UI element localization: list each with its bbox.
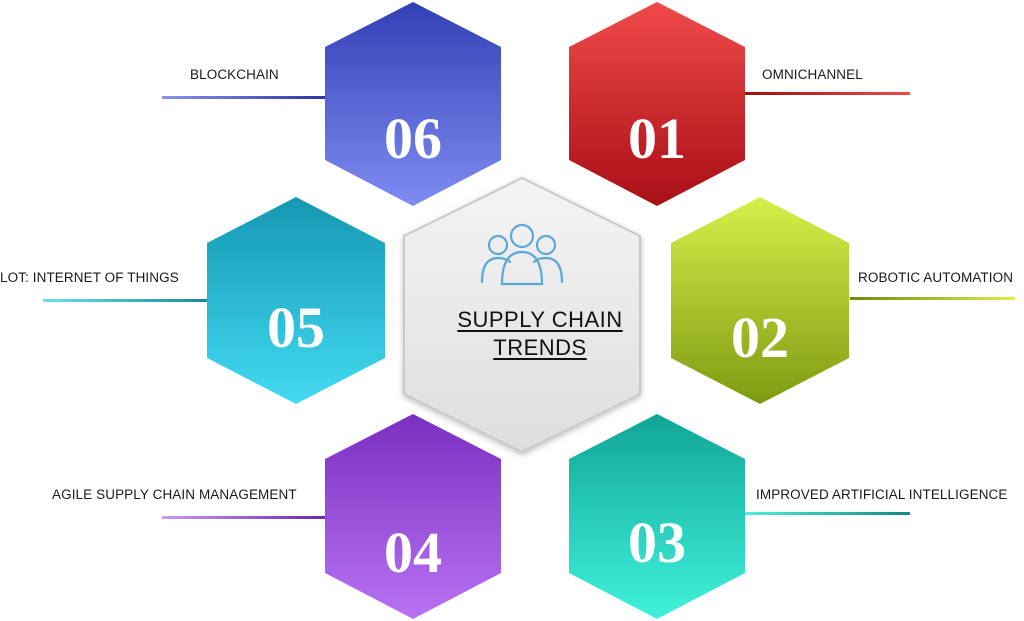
connector-line-02 [850,297,1015,300]
connector-line-04 [162,516,330,519]
hexagon-01-number: 01 [628,106,686,171]
hexagon-06-number: 06 [384,106,442,171]
trend-label-04: AGILE SUPPLY CHAIN MANAGEMENT [52,487,297,502]
center-title: SUPPLY CHAIN TRENDS [400,306,680,362]
hexagon-05: 05 [207,197,385,404]
center-title-line2: TRENDS [493,335,587,360]
connector-line-01 [742,92,910,95]
trend-label-02: ROBOTIC AUTOMATION [858,270,1014,285]
hexagon-02-number: 02 [731,305,789,370]
hexagon-03: 03 [569,414,745,619]
trend-label-03: IMPROVED ARTIFICIAL INTELLIGENCE [756,487,1008,502]
hexagon-02: 02 [671,197,849,404]
hexagon-04-number: 04 [384,520,442,585]
hexagon-04: 04 [325,414,501,619]
connector-line-06 [162,96,330,99]
center-hexagon [403,176,641,454]
users-group-icon [480,223,564,286]
hexagon-03-number: 03 [628,510,686,575]
hexagon-01: 01 [569,2,745,206]
connector-line-05 [43,299,213,302]
hexagon-06: 06 [325,2,501,206]
hexagon-05-number: 05 [267,295,325,360]
trend-label-06: BLOCKCHAIN [190,67,279,82]
trend-label-01: OMNICHANNEL [762,67,863,82]
connector-line-03 [742,512,910,515]
center-title-line1: SUPPLY CHAIN [457,307,623,332]
trend-label-05: LOT: INTERNET OF THINGS [0,270,179,285]
